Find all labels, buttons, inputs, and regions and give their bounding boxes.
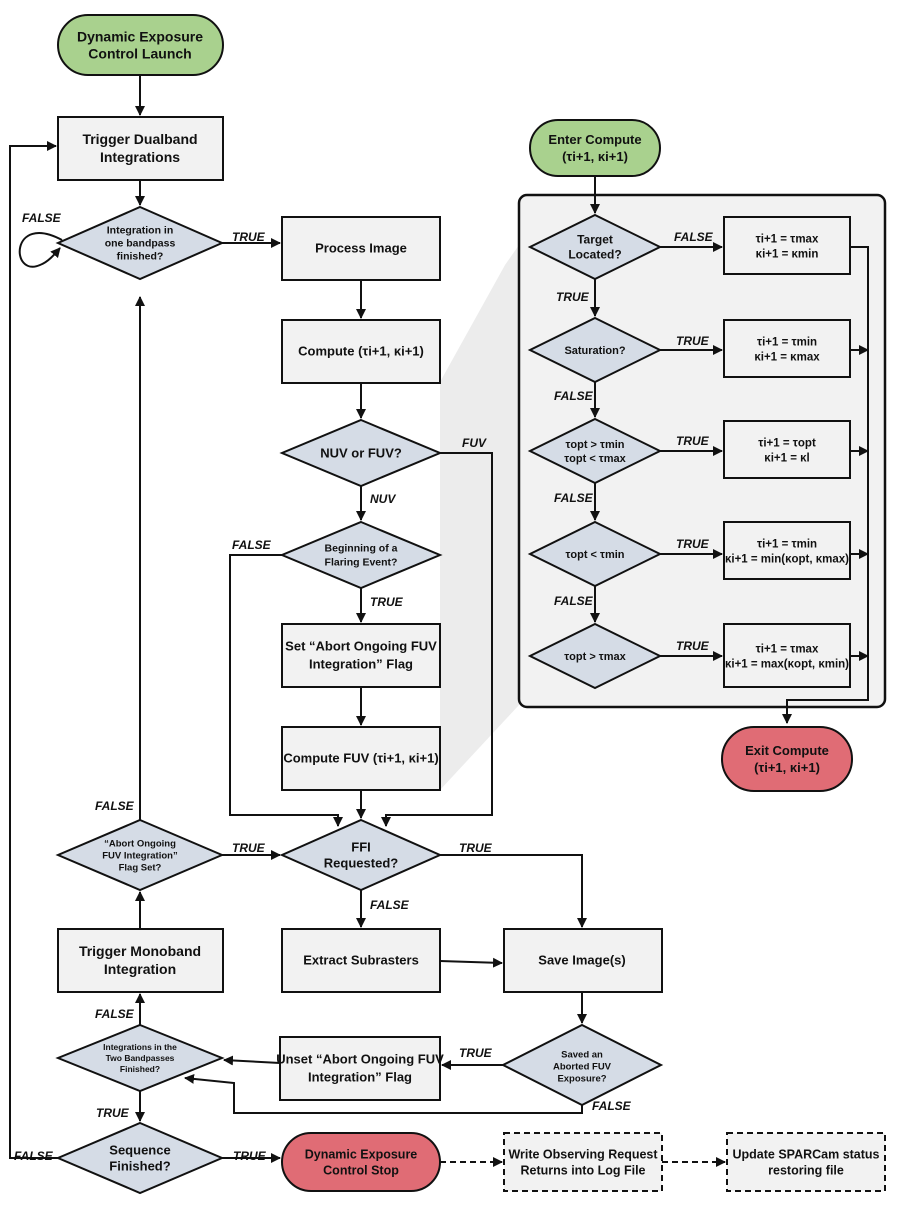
node-label-cond-opt-lt-min: τopt < τmin bbox=[565, 549, 624, 561]
process-image-box bbox=[281, 216, 441, 281]
label-false: FALSE bbox=[370, 898, 410, 912]
compute-fuv-box bbox=[281, 726, 441, 791]
flaring-event-decision bbox=[279, 520, 443, 590]
label-false: FALSE bbox=[592, 1099, 632, 1113]
label-true: TRUE bbox=[556, 290, 590, 304]
node-label-exit-compute: Exit Compute(τi+1, κi+1) bbox=[745, 743, 829, 775]
set-abort-flag-box bbox=[281, 623, 441, 688]
label-false: FALSE bbox=[554, 594, 594, 608]
node-label-cond-opt-gt-max: τopt > τmax bbox=[564, 651, 626, 663]
unset-abort-flag-box bbox=[279, 1036, 441, 1101]
label-true: TRUE bbox=[232, 230, 266, 244]
label-nuv: NUV bbox=[370, 492, 396, 506]
node-label-saturation: Saturation? bbox=[564, 345, 625, 357]
label-false: FALSE bbox=[95, 799, 135, 813]
abort-flag-set-decision bbox=[55, 818, 225, 892]
label-false: FALSE bbox=[674, 230, 714, 244]
label-false: FALSE bbox=[554, 491, 594, 505]
node-label-process-image: Process Image bbox=[315, 241, 407, 256]
zoom-callout-shadow bbox=[440, 245, 519, 790]
label-false: FALSE bbox=[95, 1007, 135, 1021]
label-true: TRUE bbox=[676, 334, 710, 348]
result-box-2 bbox=[723, 319, 851, 378]
edge-labels: FALSE TRUE FUV NUV FALSE TRUE FALSE TRUE… bbox=[14, 211, 714, 1163]
node-label-nuv-fuv: NUV or FUV? bbox=[320, 446, 402, 461]
label-true: TRUE bbox=[96, 1106, 130, 1120]
stop-terminal bbox=[281, 1132, 441, 1192]
integration-finished-decision bbox=[55, 205, 225, 281]
label-true: TRUE bbox=[233, 1149, 267, 1163]
result-box-1 bbox=[723, 216, 851, 275]
write-log-box bbox=[503, 1132, 663, 1192]
exit-compute-terminal bbox=[721, 726, 853, 792]
result-box-5 bbox=[723, 623, 851, 688]
connectors bbox=[9, 75, 869, 1167]
label-true: TRUE bbox=[676, 537, 710, 551]
update-status-box bbox=[726, 1132, 886, 1192]
extract-subrasters-box bbox=[281, 928, 441, 993]
label-true: TRUE bbox=[232, 841, 266, 855]
result-box-3 bbox=[723, 420, 851, 479]
label-true: TRUE bbox=[676, 434, 710, 448]
label-fuv: FUV bbox=[462, 436, 487, 450]
label-true: TRUE bbox=[459, 841, 493, 855]
opt-greater-max-decision bbox=[527, 622, 663, 690]
label-false: FALSE bbox=[554, 389, 594, 403]
node-label-enter-compute: Enter Compute(τi+1, κi+1) bbox=[548, 132, 641, 164]
node-label-compute-fuv: Compute FUV (τi+1, κi+1) bbox=[283, 751, 438, 766]
result-box-4 bbox=[723, 521, 851, 580]
node-label-compute-main: Compute (τi+1, κi+1) bbox=[298, 344, 424, 359]
node-label-extract: Extract Subrasters bbox=[303, 953, 419, 968]
label-false: FALSE bbox=[14, 1149, 54, 1163]
enter-compute-terminal bbox=[529, 119, 661, 177]
label-false: FALSE bbox=[22, 211, 62, 225]
node-label-save-image: Save Image(s) bbox=[538, 953, 625, 968]
label-true: TRUE bbox=[676, 639, 710, 653]
label-false: FALSE bbox=[232, 538, 272, 552]
label-true: TRUE bbox=[370, 595, 404, 609]
sequence-finished-decision bbox=[55, 1121, 225, 1195]
label-true: TRUE bbox=[459, 1046, 493, 1060]
